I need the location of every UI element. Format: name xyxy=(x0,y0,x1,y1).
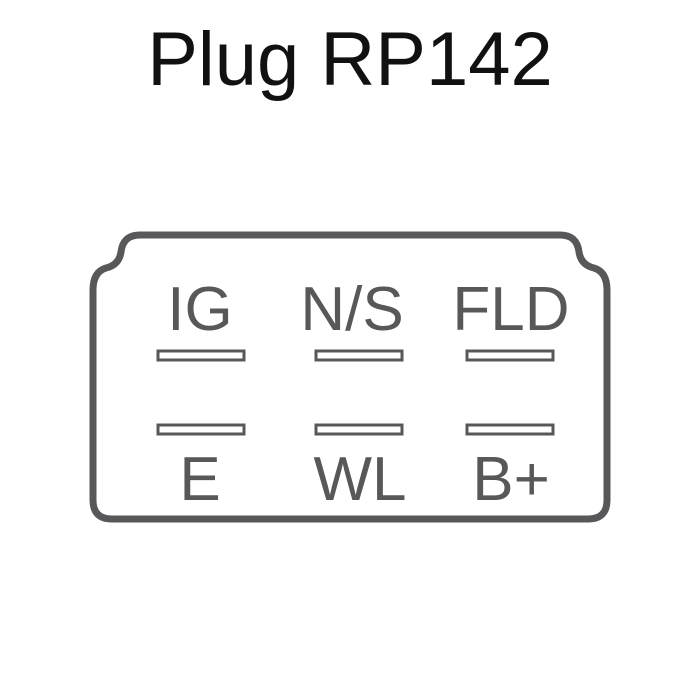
pin-label-bplus: B+ xyxy=(472,445,550,514)
pin-terminal-e xyxy=(156,423,246,436)
pin-label-e: E xyxy=(179,445,220,514)
top-pins: IG N/S FLD xyxy=(156,275,570,362)
pin-terminal-bplus xyxy=(465,423,555,436)
bottom-pins: E WL B+ xyxy=(156,423,555,514)
pin-label-ns: N/S xyxy=(300,275,403,344)
pin-terminal-wl xyxy=(314,423,404,436)
pin-label-fld: FLD xyxy=(452,275,569,344)
pin-terminal-fld xyxy=(465,349,555,362)
pin-terminal-ns xyxy=(314,349,404,362)
pin-terminal-ig xyxy=(156,349,246,362)
plug-outline xyxy=(89,231,611,523)
pin-label-wl: WL xyxy=(314,445,407,514)
pin-label-ig: IG xyxy=(167,275,232,344)
diagram-title: Plug RP142 xyxy=(147,17,553,102)
